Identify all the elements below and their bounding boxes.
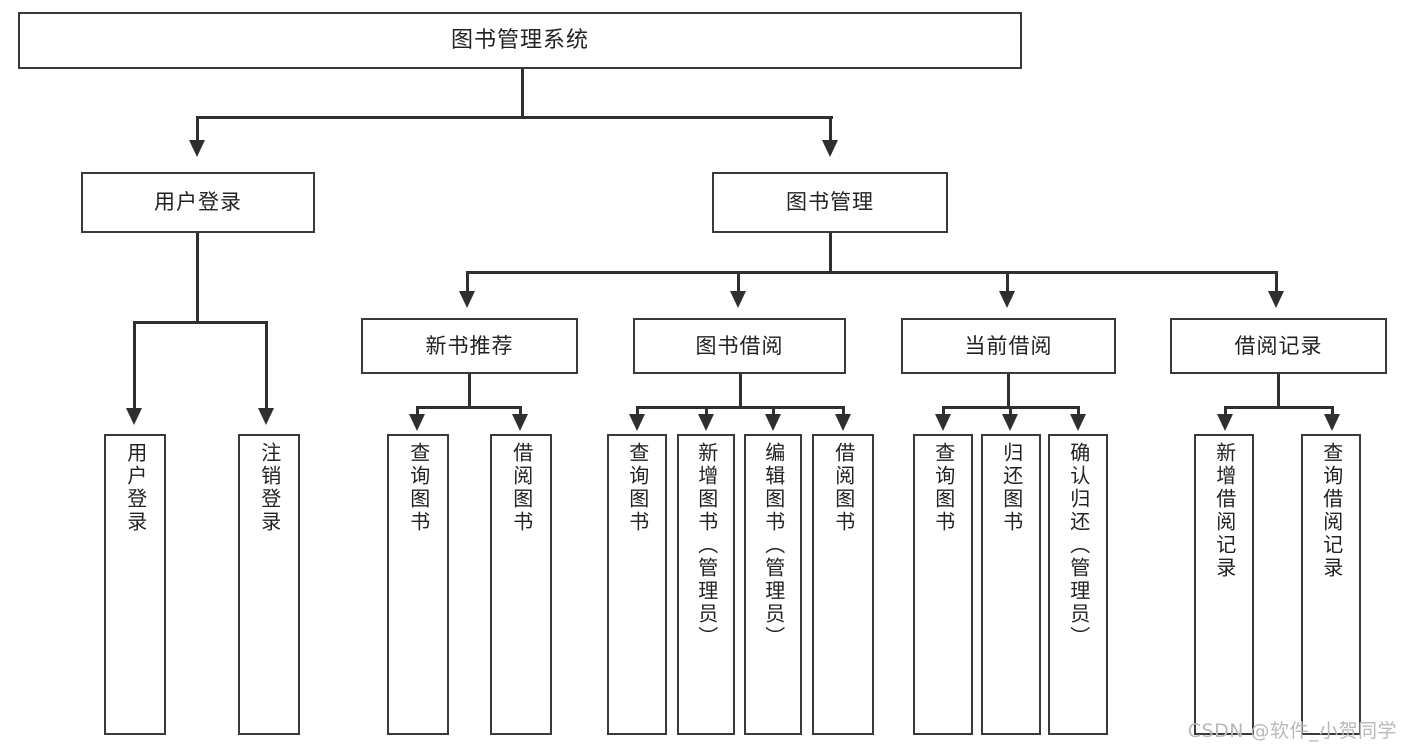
arrow-to-leaf-query-record: [1324, 414, 1340, 431]
connector-current-borrow-c3: [1077, 406, 1080, 418]
connector-current-borrow-stem: [1007, 374, 1010, 408]
node-leaf-borrow-book-1[interactable]: 借阅图书: [490, 434, 552, 735]
arrow-to-leaf-add-book: [698, 414, 714, 431]
connector-current-borrow-c1: [942, 406, 945, 418]
connector-book-borrow-c1: [636, 406, 639, 418]
connector-root-stem: [521, 69, 524, 118]
node-book-borrow[interactable]: 图书借阅: [633, 318, 846, 374]
node-book-manage[interactable]: 图书管理: [712, 172, 948, 233]
node-label: 图书管理: [786, 190, 874, 215]
node-leaf-query-book-3[interactable]: 查询图书: [913, 434, 973, 735]
connector-to-current-borrow: [1006, 271, 1009, 293]
node-label: 编辑图书（管理员）: [761, 442, 786, 649]
node-leaf-add-book[interactable]: 新增图书（管理员）: [677, 434, 735, 735]
arrow-to-new-book-recommend: [459, 291, 475, 308]
arrow-to-book-manage: [822, 140, 838, 157]
node-current-borrow[interactable]: 当前借阅: [901, 318, 1116, 374]
arrow-to-leaf-return-book: [1002, 414, 1018, 431]
connector-user-login-right: [265, 321, 268, 410]
node-label: 查询图书: [625, 442, 650, 534]
connector-to-book-borrow: [737, 271, 740, 293]
arrow-to-leaf-edit-book: [765, 414, 781, 431]
connector-user-login-bar: [133, 321, 267, 324]
node-root-system[interactable]: 图书管理系统: [18, 12, 1022, 69]
connector-book-borrow-c4: [842, 406, 845, 418]
node-leaf-return-book[interactable]: 归还图书: [981, 434, 1041, 735]
connector-to-borrow-record: [1275, 271, 1278, 293]
node-leaf-logout-login[interactable]: 注销登录: [238, 434, 300, 735]
connector-user-login-stem: [196, 233, 199, 323]
connector-book-manage-bar: [466, 271, 1278, 274]
connector-borrow-record-stem: [1277, 374, 1280, 408]
connector-borrow-record-right: [1331, 406, 1334, 418]
node-label: 新书推荐: [425, 333, 514, 358]
arrow-to-leaf-logout-login: [258, 408, 274, 425]
arrow-to-leaf-borrow-book-1: [512, 414, 528, 431]
node-label: 当前借阅: [964, 333, 1053, 358]
connector-book-borrow-c2: [705, 406, 708, 418]
arrow-to-leaf-add-record: [1217, 414, 1233, 431]
connector-borrow-record-bar: [1224, 406, 1334, 409]
node-label: 确认归还（管理员）: [1066, 442, 1091, 649]
node-label: 图书借阅: [695, 333, 784, 358]
connector-borrow-record-left: [1224, 406, 1227, 418]
node-new-book-recommend[interactable]: 新书推荐: [361, 318, 578, 374]
connector-to-new-book: [466, 271, 469, 293]
arrow-to-leaf-query-book-1: [409, 414, 425, 431]
node-label: 查询图书: [406, 442, 431, 534]
arrow-to-current-borrow: [999, 291, 1015, 308]
node-label: 借阅图书: [509, 442, 534, 534]
arrow-to-leaf-borrow-book-2: [835, 414, 851, 431]
connector-user-login-left: [133, 321, 136, 410]
node-leaf-add-record[interactable]: 新增借阅记录: [1194, 434, 1254, 735]
connector-book-borrow-bar: [636, 406, 845, 409]
node-label: 图书管理系统: [450, 27, 589, 53]
node-label: 新增图书（管理员）: [694, 442, 719, 649]
connector-new-book-bar: [416, 406, 522, 409]
arrow-to-book-borrow: [730, 291, 746, 308]
connector-current-borrow-c2: [1009, 406, 1012, 418]
connector-book-manage-stem: [829, 233, 832, 273]
node-leaf-borrow-book-2[interactable]: 借阅图书: [812, 434, 874, 735]
node-leaf-query-book-1[interactable]: 查询图书: [387, 434, 449, 735]
node-borrow-record[interactable]: 借阅记录: [1170, 318, 1387, 374]
arrow-to-borrow-record: [1268, 291, 1284, 308]
connector-new-book-left: [416, 406, 419, 418]
node-label: 用户登录: [154, 190, 242, 215]
connector-new-book-stem: [468, 374, 471, 408]
arrow-to-leaf-confirm-return: [1070, 414, 1086, 431]
connector-book-borrow-stem: [739, 374, 742, 408]
connector-root-bar: [196, 116, 833, 119]
node-label: 查询借阅记录: [1319, 442, 1344, 580]
node-label: 新增借阅记录: [1212, 442, 1237, 580]
node-label: 借阅图书: [831, 442, 856, 534]
connector-book-borrow-c3: [772, 406, 775, 418]
node-leaf-confirm-return[interactable]: 确认归还（管理员）: [1048, 434, 1108, 735]
node-label: 归还图书: [999, 442, 1024, 534]
connector-root-to-book-manage: [829, 116, 832, 142]
node-user-login[interactable]: 用户登录: [81, 172, 315, 233]
node-label: 用户登录: [123, 442, 148, 534]
arrow-to-leaf-query-book-2: [629, 414, 645, 431]
node-leaf-query-record[interactable]: 查询借阅记录: [1301, 434, 1361, 735]
node-label: 注销登录: [257, 442, 282, 534]
node-label: 借阅记录: [1234, 333, 1323, 358]
arrow-to-leaf-query-book-3: [935, 414, 951, 431]
arrow-to-leaf-user-login: [126, 408, 142, 425]
node-leaf-user-login[interactable]: 用户登录: [104, 434, 166, 735]
node-leaf-query-book-2[interactable]: 查询图书: [607, 434, 667, 735]
connector-root-to-user-login: [196, 116, 199, 142]
connector-new-book-right: [519, 406, 522, 418]
arrow-to-user-login: [189, 140, 205, 157]
node-label: 查询图书: [931, 442, 956, 534]
node-leaf-edit-book[interactable]: 编辑图书（管理员）: [744, 434, 802, 735]
